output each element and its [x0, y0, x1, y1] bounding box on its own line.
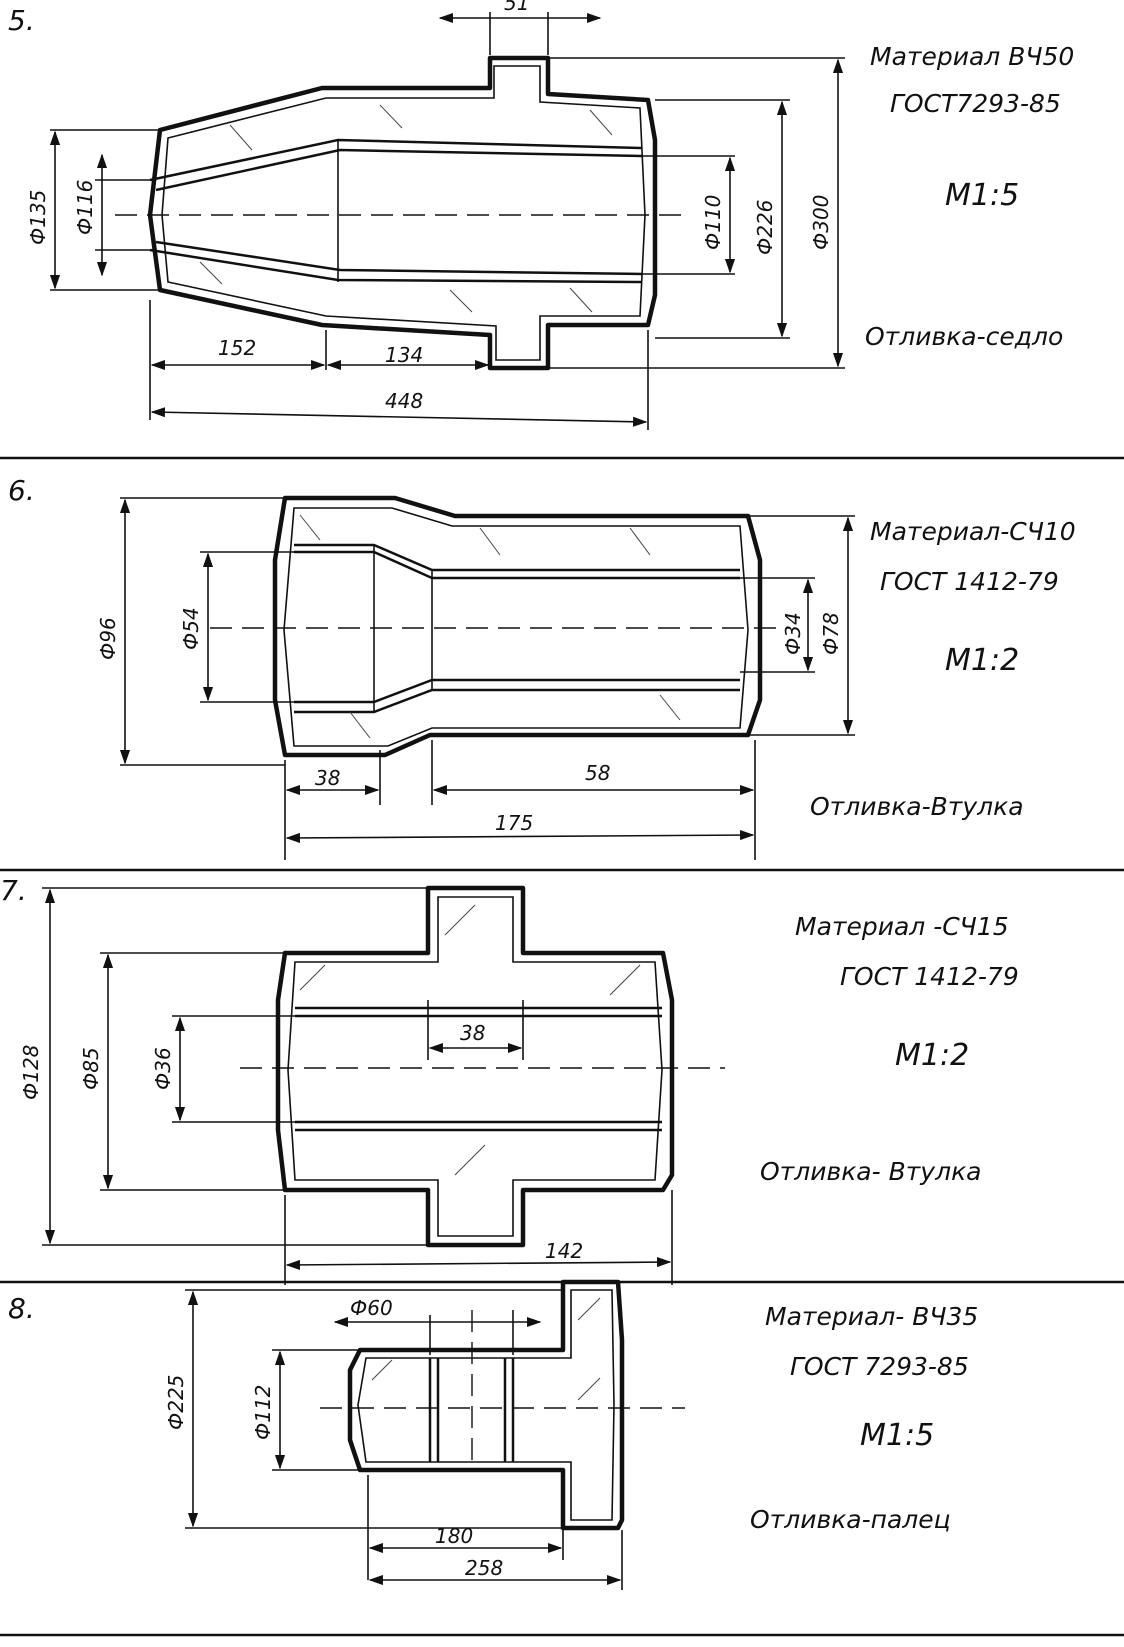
machined-outline [283, 507, 749, 747]
dim-diameter-128: Ф128 [19, 1045, 43, 1100]
bore-line-top [294, 543, 740, 572]
material-label: Материал- ВЧ35 [765, 1302, 978, 1331]
dimensions: 51 Ф135 Ф116 Ф110 Ф226 Ф300 [26, 0, 845, 430]
dim-diameter-78: Ф78 [819, 612, 843, 655]
casting-outline [147, 55, 658, 371]
casting-outline [272, 495, 763, 758]
machined-outline [161, 65, 646, 361]
standard-label: ГОСТ7293-85 [890, 89, 1061, 118]
problem-number: 8. [8, 1292, 35, 1325]
casting-name: Отливка-седло [865, 322, 1063, 351]
section-hatching [371, 1297, 601, 1401]
bore-line-bottom-inner [155, 240, 643, 276]
bore-line-bottom-inner [294, 688, 740, 714]
machined-outline [287, 896, 663, 1237]
scale-label: М1:5 [860, 1418, 934, 1453]
scale-label: М1:5 [945, 178, 1019, 213]
dim-diameter-225: Ф225 [164, 1375, 188, 1430]
casting-name: Отливка- Втулка [760, 1157, 982, 1186]
standard-label: ГОСТ 7293-85 [790, 1352, 969, 1381]
bore-line-bottom [149, 248, 643, 284]
dim-diameter-112: Ф112 [251, 1385, 275, 1440]
dim-length-142: 142 [545, 1239, 583, 1263]
dim-width-38: 38 [460, 1021, 485, 1045]
problem-7: 7. Ф128 Ф85 Ф36 [0, 874, 1019, 1285]
problem-number: 6. [8, 474, 35, 507]
dimensions: Ф225 Ф112 Ф60 180 258 [164, 1289, 623, 1590]
casting-name: Отливка-Втулка [810, 792, 1024, 821]
dim-length-258: 258 [465, 1556, 503, 1580]
material-label: Материал ВЧ50 [870, 42, 1074, 71]
material-label: Материал-СЧ10 [870, 517, 1076, 546]
dim-diameter-116: Ф116 [73, 180, 97, 235]
dim-length-134: 134 [385, 343, 423, 367]
problem-5: 5. 51 Ф1 [8, 0, 1074, 430]
problem-6: 6. Ф96 Ф54 [8, 474, 1076, 860]
section-hatching [199, 104, 613, 313]
casting-outline [275, 885, 675, 1248]
dim-diameter-85: Ф85 [79, 1047, 103, 1090]
material-label: Материал -СЧ15 [795, 912, 1009, 941]
dim-width-51: 51 [504, 0, 529, 15]
standard-label: ГОСТ 1412-79 [880, 567, 1059, 596]
dim-length-175: 175 [495, 811, 533, 835]
bore-line-top-inner [294, 550, 740, 580]
dim-length-152: 152 [218, 336, 256, 360]
dim-diameter-300: Ф300 [809, 195, 833, 250]
dim-diameter-110: Ф110 [701, 195, 725, 250]
section-hatching [299, 514, 681, 739]
section-hatching [299, 904, 641, 1176]
dim-diameter-34: Ф34 [781, 612, 805, 655]
dim-diameter-135: Ф135 [26, 190, 50, 245]
dim-length-180: 180 [435, 1524, 473, 1548]
dim-diameter-54: Ф54 [179, 607, 203, 650]
dim-diameter-36: Ф36 [151, 1047, 175, 1090]
dim-diameter-226: Ф226 [753, 200, 777, 255]
problem-8: 8. Ф225 Ф112 Ф60 [8, 1279, 978, 1590]
dim-length-38: 38 [315, 766, 340, 790]
dim-diameter-96: Ф96 [96, 617, 120, 660]
bore-line-top-inner [155, 148, 643, 192]
casting-name: Отливка-палец [750, 1505, 951, 1534]
dim-length-448: 448 [385, 389, 423, 413]
bore-line-bottom [294, 678, 740, 704]
scale-label: М1:2 [945, 643, 1019, 678]
dimensions: Ф96 Ф54 Ф34 Ф78 38 58 [96, 497, 855, 860]
standard-label: ГОСТ 1412-79 [840, 962, 1019, 991]
problem-number: 7. [0, 874, 27, 907]
dimensions: Ф128 Ф85 Ф36 38 142 [19, 887, 673, 1285]
dim-diameter-60: Ф60 [350, 1296, 393, 1320]
machined-outline [357, 1289, 615, 1521]
problem-number: 5. [8, 4, 35, 37]
scale-label: М1:2 [895, 1038, 969, 1073]
dim-length-58: 58 [585, 761, 610, 785]
